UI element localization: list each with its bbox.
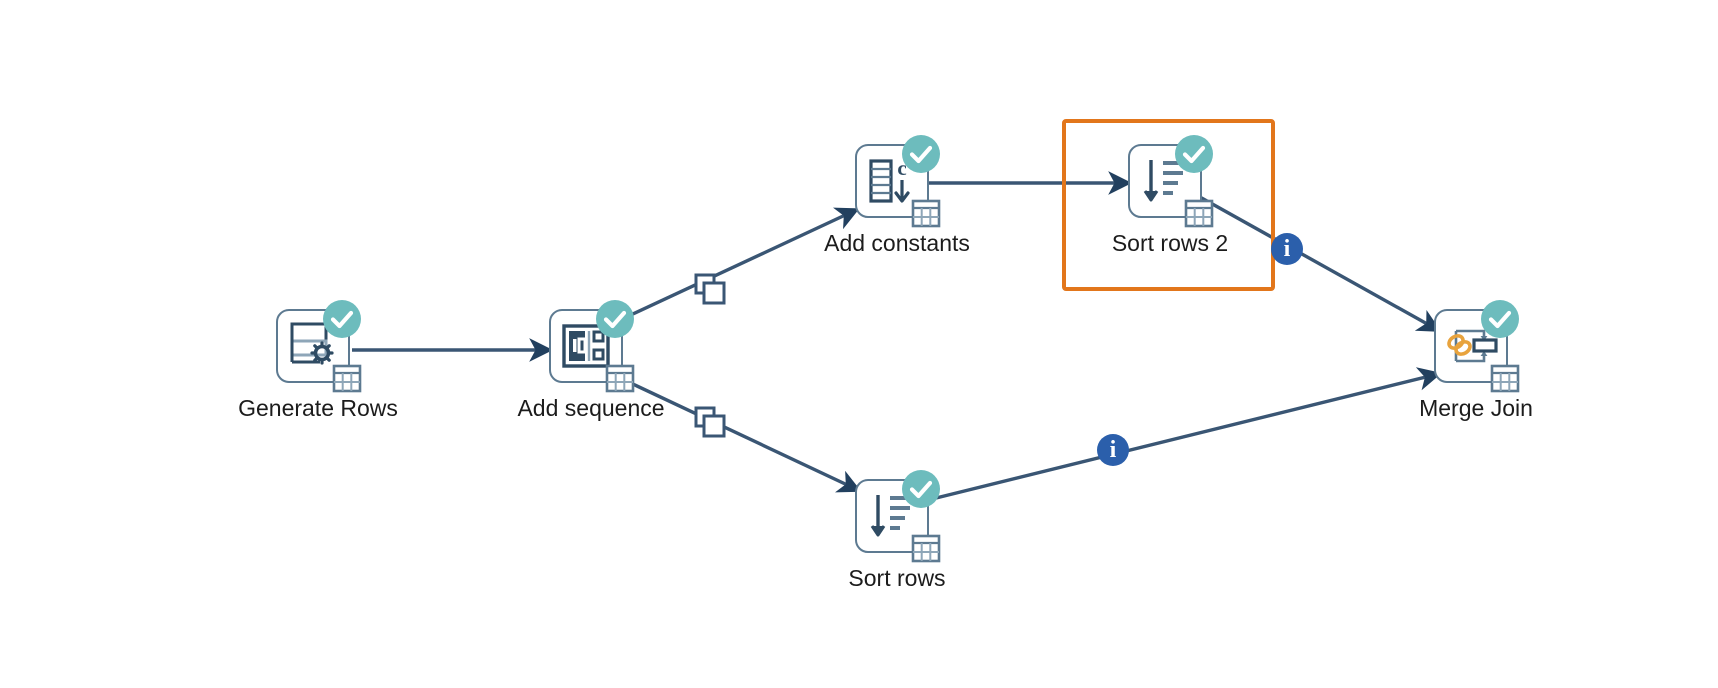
node-label-add-constants: Add constants	[824, 230, 970, 256]
grid-badge-icon	[605, 364, 635, 393]
node-label-sort-rows-2: Sort rows 2	[1111, 230, 1229, 256]
node-label-merge-join: Merge Join	[1419, 395, 1533, 421]
copy-rows-icon-add-constants[interactable]	[693, 272, 727, 306]
grid-badge-icon	[1184, 199, 1214, 228]
hop-sort-rows-2-to-merge-join[interactable]	[1197, 194, 1442, 332]
grid-badge-icon	[911, 534, 941, 563]
status-success-badge	[1481, 300, 1519, 338]
grid-badge-icon	[1490, 364, 1520, 393]
add-constants-letter: c	[897, 156, 906, 180]
generate-rows-icon	[290, 322, 334, 365]
node-sort-rows[interactable]: Sort rows	[848, 470, 946, 590]
copy-rows-icon-sort-rows[interactable]	[693, 405, 727, 439]
status-success-badge	[902, 470, 940, 508]
hop-add-sequence-to-sort-rows[interactable]	[619, 376, 862, 493]
status-success-badge	[596, 300, 634, 338]
node-label-generate-rows: Generate Rows	[238, 395, 398, 421]
info-icon-sort-rows-2-hop[interactable]: i	[1271, 233, 1303, 265]
info-icon-sort-rows-hop[interactable]: i	[1097, 434, 1129, 466]
node-merge-join[interactable]: Merge Join	[1419, 300, 1533, 420]
node-add-constants[interactable]: c Add constants	[824, 135, 970, 255]
grid-badge-icon	[332, 364, 362, 393]
add-sequence-icon	[562, 324, 610, 368]
status-success-badge	[902, 135, 940, 173]
node-add-sequence[interactable]: Add sequence	[517, 300, 665, 420]
node-sort-rows-2[interactable]: Sort rows 2	[1112, 135, 1228, 255]
sort-rows-icon	[870, 495, 914, 537]
node-generate-rows[interactable]: Generate Rows	[238, 300, 398, 420]
hop-sort-rows-to-merge-join[interactable]	[927, 367, 1442, 502]
status-success-badge	[323, 300, 361, 338]
hop-add-sequence-to-add-constants[interactable]	[619, 207, 860, 322]
status-success-badge	[1175, 135, 1213, 173]
sort-rows-icon	[1143, 160, 1187, 202]
grid-badge-icon	[911, 199, 941, 228]
node-label-add-sequence: Add sequence	[517, 395, 665, 421]
merge-join-icon	[1447, 329, 1498, 363]
add-constants-icon: c	[869, 156, 910, 203]
node-label-sort-rows: Sort rows	[848, 565, 946, 591]
